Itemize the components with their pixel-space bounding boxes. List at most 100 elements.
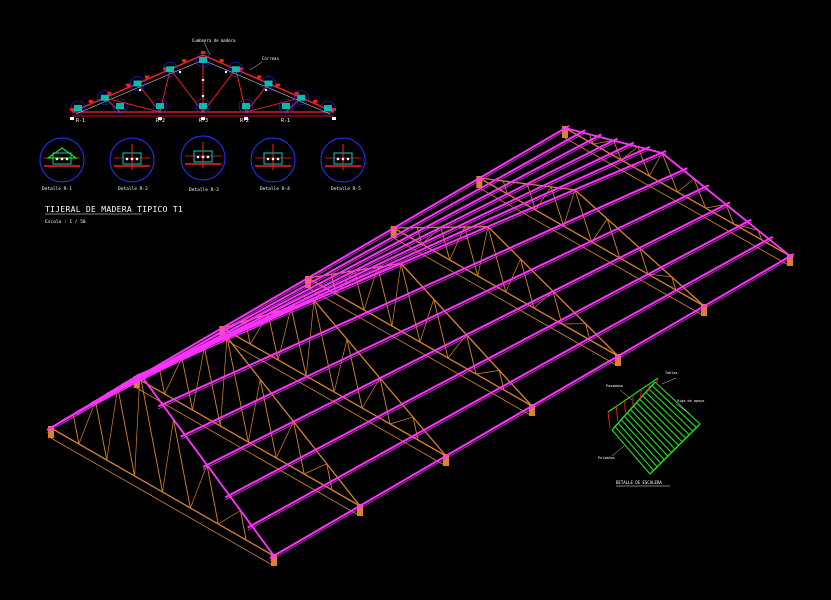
- stair-leader: [619, 389, 633, 401]
- web-member: [104, 97, 161, 113]
- stair-tread: [623, 415, 665, 461]
- truss-diagonal-web: [477, 226, 489, 277]
- truss-diagonal-web: [190, 464, 208, 509]
- drawing-title: TIJERAL DE MADERA TIPICO T1: [45, 205, 183, 214]
- stair-tread: [642, 395, 687, 439]
- truss-vertical-web: [487, 226, 507, 293]
- purlin-block: [201, 51, 205, 54]
- detail-bolt: [271, 157, 275, 161]
- purlin-block: [163, 67, 168, 71]
- truss-vertical-web: [117, 387, 136, 477]
- detail-bolt: [346, 157, 350, 161]
- truss-bearing-block: [443, 454, 449, 466]
- truss-vertical-web: [203, 347, 221, 427]
- truss-bottom-chord-lower: [307, 287, 533, 417]
- joint-detail-ring: [261, 76, 276, 91]
- support-marker: [158, 117, 162, 120]
- gusset-plate: [242, 103, 250, 109]
- detail-circle: [39, 137, 85, 183]
- detail-circle: [320, 137, 366, 183]
- purlin-edge: [202, 204, 731, 470]
- purlin-edge: [247, 239, 773, 531]
- truss-bearing-block: [305, 276, 311, 288]
- truss-vertical-web: [226, 337, 249, 443]
- truss-vertical-web: [290, 307, 307, 377]
- stair-tread: [620, 419, 662, 464]
- truss-bearing-block: [615, 354, 621, 366]
- stair-note-4: Peldaños: [598, 456, 615, 460]
- bolt-mark: [224, 70, 228, 74]
- truss-vertical-web: [181, 357, 193, 411]
- stair-tread: [611, 429, 651, 475]
- truss-diagonal-web: [563, 189, 576, 227]
- truss-diagonal-web: [705, 204, 727, 209]
- truss-diagonal-web: [593, 140, 614, 145]
- truss-vertical-web: [72, 414, 80, 445]
- detail-bolt: [196, 155, 200, 159]
- web-member: [169, 68, 204, 113]
- truss-diagonal-web: [589, 339, 619, 357]
- detail-label-1: Detalle R-1: [42, 186, 72, 192]
- purlin: [157, 167, 688, 408]
- truss-vertical-web: [377, 267, 393, 327]
- purlin-block: [88, 99, 93, 103]
- truss-diagonal-web: [134, 373, 141, 477]
- stair-tread: [639, 398, 683, 443]
- truss-vertical-web: [379, 378, 391, 425]
- gusset-plate: [199, 103, 207, 109]
- truss-bearing-block: [271, 554, 277, 566]
- truss-bottom-chord-lower: [50, 437, 275, 567]
- truss-diagonal-web: [447, 334, 467, 359]
- truss-vertical-web: [552, 291, 563, 325]
- truss-diagonal-web: [535, 186, 552, 211]
- truss-diagonal-web: [162, 419, 174, 493]
- stair-tread: [654, 381, 701, 425]
- purlin-edge: [180, 187, 709, 440]
- purlin-block: [219, 59, 224, 63]
- gusset-plate: [156, 103, 164, 109]
- joint-detail-ring: [278, 98, 294, 114]
- stair-baluster: [624, 400, 626, 414]
- truss-vertical-web: [346, 339, 363, 409]
- truss-diagonal-web: [164, 357, 183, 395]
- truss-vertical-web: [585, 323, 591, 341]
- purlin-block: [257, 75, 262, 79]
- support-label-r1-left: R-1: [76, 118, 85, 124]
- purlin-block: [144, 75, 149, 79]
- web-member: [245, 97, 302, 113]
- truss-vertical-web: [326, 463, 333, 491]
- leader-line: [202, 39, 211, 56]
- truss-diagonal-web: [218, 510, 241, 525]
- purlin-block: [275, 83, 280, 87]
- stair-tread: [614, 426, 654, 471]
- truss-bearing-block: [529, 404, 535, 416]
- truss-diagonal-web: [389, 416, 414, 425]
- truss-vertical-web: [606, 218, 621, 259]
- gusset-plate: [231, 66, 240, 73]
- stair-baluster: [647, 383, 651, 392]
- joint-detail-ring: [152, 98, 168, 114]
- detail-label-4: Detalle R-4: [260, 186, 290, 192]
- gable-rafter: [661, 152, 791, 257]
- truss-diagonal-web: [475, 370, 500, 375]
- joint-detail-ring: [228, 61, 244, 77]
- support-marker: [244, 117, 248, 120]
- stair-leader: [611, 445, 625, 457]
- detail-circle: [109, 137, 155, 183]
- stair-tread: [636, 402, 679, 446]
- bolt-mark: [264, 88, 268, 92]
- purlin-block: [238, 67, 243, 71]
- top-chord-left-inner: [75, 59, 204, 115]
- support-marker: [332, 117, 336, 120]
- detail-bolt: [336, 157, 340, 161]
- gusset-plate: [166, 66, 175, 73]
- stair-note-3: Viga de apoyo: [677, 399, 704, 403]
- stair-tread: [651, 385, 697, 428]
- gable-rafter: [564, 127, 663, 154]
- bolt-mark: [178, 70, 182, 74]
- truss-diagonal-web: [533, 291, 554, 309]
- stair-tread: [630, 409, 672, 453]
- joint-detail-ring: [195, 52, 211, 68]
- stair-note-2: Tablas: [665, 371, 678, 375]
